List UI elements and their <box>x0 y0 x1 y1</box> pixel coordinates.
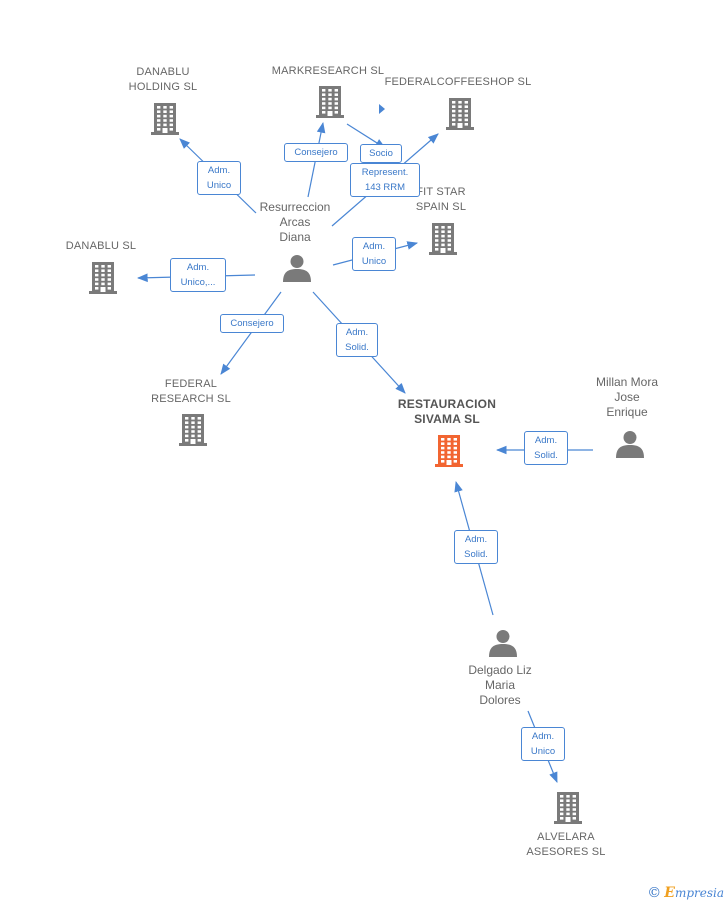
company-label-federal-research[interactable]: FEDERAL RESEARCH SL <box>151 378 231 405</box>
relation-label-adm-unico: Adm. Unico <box>197 161 241 195</box>
company-label-federalcoffeeshop[interactable]: FEDERALCOFFEESHOP SL <box>384 76 532 88</box>
company-label-danablu-holding[interactable]: DANABLU HOLDING SL <box>128 66 198 93</box>
empresia-watermark[interactable]: ©Empresia <box>647 885 724 901</box>
relation-label-consejero: Consejero <box>284 143 348 162</box>
copyright-icon: © <box>647 885 662 901</box>
person-icon[interactable] <box>488 628 518 658</box>
company-label-markresearch[interactable]: MARKRESEARCH SL <box>271 65 385 77</box>
person-label-resurreccion[interactable]: Resurreccion Arcas Diana <box>259 200 331 244</box>
person-icon[interactable] <box>282 253 312 283</box>
building-icon[interactable] <box>177 411 209 447</box>
relation-label-adm-unico-etc: Adm. Unico,... <box>170 258 226 292</box>
building-icon[interactable] <box>87 259 119 295</box>
relation-edge <box>220 291 282 375</box>
company-label-danablu[interactable]: DANABLU SL <box>65 240 137 252</box>
building-icon[interactable] <box>433 432 465 468</box>
relation-label-consejero: Consejero <box>220 314 284 333</box>
relation-label-socio: Socio <box>360 144 402 163</box>
relation-label-adm-unico: Adm. Unico <box>521 727 565 761</box>
building-icon[interactable] <box>427 220 459 256</box>
person-icon[interactable] <box>615 429 645 459</box>
person-label-delgado[interactable]: Delgado Liz Maria Dolores <box>468 663 532 707</box>
arrow-head-icon <box>379 104 385 114</box>
company-label-fit-star[interactable]: FIT STAR SPAIN SL <box>415 186 467 213</box>
building-icon[interactable] <box>552 789 584 825</box>
relation-label-adm-solid: Adm. Solid. <box>336 323 378 357</box>
relation-label-adm-solid: Adm. Solid. <box>524 431 568 465</box>
company-label-restauracion-sivama[interactable]: RESTAURACION SIVAMA SL <box>397 397 497 426</box>
building-icon[interactable] <box>444 95 476 131</box>
building-icon[interactable] <box>314 83 346 119</box>
building-icon[interactable] <box>149 100 181 136</box>
person-label-millan[interactable]: Millan Mora Jose Enrique <box>595 375 658 419</box>
relation-label-adm-unico: Adm. Unico <box>352 237 396 271</box>
relation-label-represent: Represent. 143 RRM <box>350 163 420 197</box>
company-label-alvelara[interactable]: ALVELARA ASESORES SL <box>526 831 606 858</box>
relation-label-adm-solid: Adm. Solid. <box>454 530 498 564</box>
